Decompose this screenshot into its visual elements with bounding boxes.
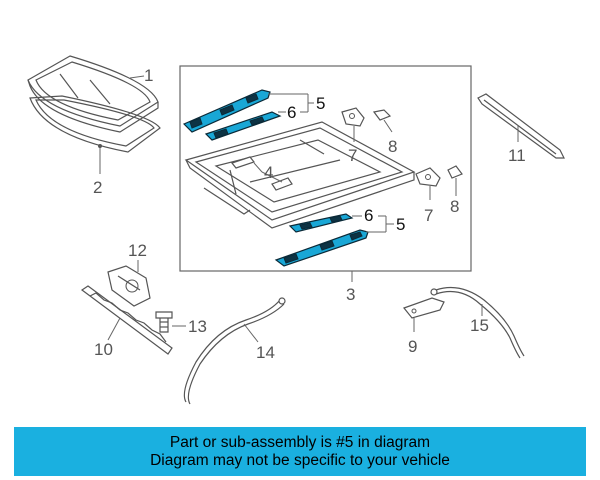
clip-upper-part bbox=[372, 109, 392, 121]
callout-leader-14 bbox=[243, 323, 259, 343]
callout-bracket-upper bbox=[268, 93, 314, 113]
glass-seal-part bbox=[29, 95, 161, 153]
callout-5-upper: 5 bbox=[316, 94, 325, 113]
callout-leader-8-upper bbox=[383, 119, 393, 133]
pin-part bbox=[230, 156, 293, 191]
drain-hose-front-part bbox=[183, 297, 286, 405]
rail-lower-assembly-part bbox=[274, 213, 369, 267]
banner-line-1: Part or sub-assembly is #5 in diagram bbox=[169, 433, 431, 451]
hose-bracket-part bbox=[403, 297, 445, 319]
callout-leader-1 bbox=[129, 75, 145, 79]
glass-panel-part bbox=[27, 55, 159, 133]
rail-upper-assembly-part bbox=[182, 89, 282, 141]
callout-13: 13 bbox=[188, 317, 207, 336]
weatherstrip-rail-part bbox=[477, 93, 565, 159]
clip-lower-part bbox=[447, 165, 463, 179]
callout-dot-2 bbox=[98, 144, 102, 148]
callout-2: 2 bbox=[93, 178, 102, 197]
deflector-strip-part bbox=[80, 285, 173, 355]
callout-leader-10 bbox=[107, 317, 121, 341]
callout-11: 11 bbox=[508, 146, 526, 165]
sunroof-housing-frame bbox=[184, 121, 416, 229]
info-banner: Part or sub-assembly is #5 in diagram Di… bbox=[14, 427, 586, 476]
banner-line-2: Diagram may not be specific to your vehi… bbox=[150, 451, 450, 469]
callout-bracket-lower bbox=[352, 215, 394, 233]
callout-15: 15 bbox=[470, 316, 489, 335]
callout-8-upper: 8 bbox=[388, 137, 397, 156]
callout-12: 12 bbox=[128, 241, 147, 260]
callout-8-lower: 8 bbox=[450, 197, 459, 216]
bracket-upper-part bbox=[341, 107, 365, 127]
callout-6-upper: 6 bbox=[287, 103, 296, 122]
callout-3: 3 bbox=[346, 285, 355, 304]
callout-10: 10 bbox=[94, 340, 113, 359]
callout-1: 1 bbox=[144, 66, 153, 85]
bolt-part bbox=[155, 311, 173, 333]
drive-motor-part bbox=[107, 265, 151, 307]
callout-7-upper: 7 bbox=[348, 146, 357, 165]
callout-14: 14 bbox=[256, 343, 275, 362]
bracket-lower-part bbox=[415, 167, 441, 187]
callout-5-lower: 5 bbox=[396, 215, 405, 234]
callout-7-lower: 7 bbox=[424, 206, 433, 225]
callout-4: 4 bbox=[264, 163, 273, 182]
housing-assembly-box bbox=[179, 65, 472, 272]
callout-6-lower: 6 bbox=[364, 206, 373, 225]
callout-9: 9 bbox=[408, 337, 417, 356]
callout-leader-4 bbox=[253, 162, 283, 183]
drain-hose-rear-part bbox=[430, 287, 525, 359]
